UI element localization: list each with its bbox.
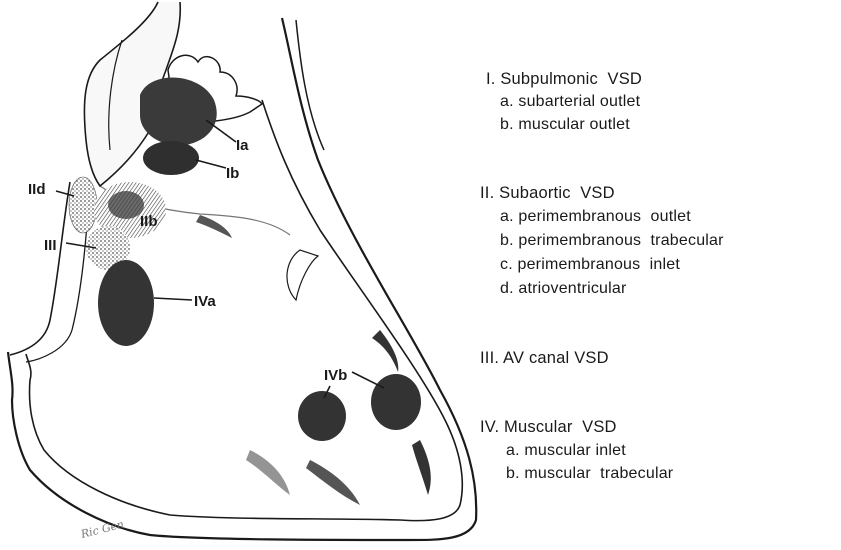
defect-ivb-left <box>298 391 346 441</box>
heart-diagram: Ia Ib IId IIb III IVa IVb Ric Gen <box>0 0 500 550</box>
label-ia: Ia <box>236 137 249 154</box>
trabecular-shading <box>196 215 232 238</box>
legend-item-iia: a. perimembranous outlet <box>500 208 691 226</box>
legend-heading-i: I. Subpulmonic VSD <box>486 70 642 88</box>
legend-item-ia: a. subarterial outlet <box>500 93 640 111</box>
label-ib: Ib <box>226 165 239 182</box>
leader-ib <box>196 160 226 168</box>
defect-iib-core <box>108 191 144 219</box>
legend-item-iib: b. perimembranous trabecular <box>500 232 724 250</box>
trabecular-shading <box>306 460 360 505</box>
trabecular-shading <box>246 450 290 495</box>
label-iib: IIb <box>140 213 158 230</box>
legend-item-ivb: b. muscular trabecular <box>506 465 673 483</box>
defect-iid <box>69 177 97 233</box>
defect-ivb-right <box>371 374 421 430</box>
legend-item-ib: b. muscular outlet <box>500 116 630 134</box>
legend-item-iic: c. perimembranous inlet <box>500 256 680 274</box>
label-iva: IVa <box>194 293 216 310</box>
legend-item-iid: d. atrioventricular <box>500 280 627 298</box>
trabecular-shading <box>412 440 431 495</box>
septum-left-ridge <box>10 182 70 355</box>
defect-iva <box>98 260 154 346</box>
label-iid: IId <box>28 181 46 198</box>
legend-heading-iv: IV. Muscular VSD <box>480 418 617 436</box>
legend-item-iva: a. muscular inlet <box>506 442 626 460</box>
label-iii: III <box>44 237 57 254</box>
defect-ib <box>143 141 199 175</box>
heart-outer-wall-inner <box>296 20 324 150</box>
leader-ivb-right <box>352 372 384 388</box>
legend-heading-ii: II. Subaortic VSD <box>480 184 615 202</box>
moderator-band <box>287 250 318 300</box>
leader-iva <box>154 298 192 300</box>
label-ivb: IVb <box>324 367 347 384</box>
trabecular-shading <box>372 330 398 372</box>
